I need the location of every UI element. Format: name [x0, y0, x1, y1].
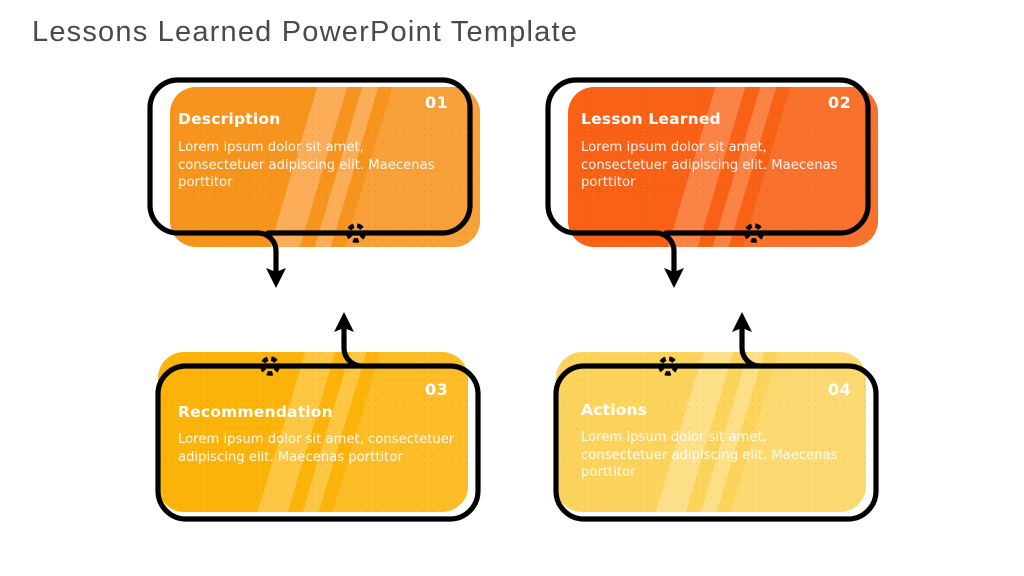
dotted-circle-icon: [346, 223, 366, 243]
card-02[interactable]: Lesson Learned Lorem ipsum dolor sit ame…: [545, 77, 888, 293]
card-03-heading: Recommendation: [178, 403, 333, 421]
dotted-circle-icon: [744, 223, 764, 243]
card-03-body: Lorem ipsum dolor sit amet, consectetuer…: [178, 432, 455, 465]
card-02-body: Lorem ipsum dolor sit amet, consectetuer…: [581, 140, 838, 190]
card-02-number: 02: [828, 93, 852, 112]
card-01[interactable]: Description Lorem ipsum dolor sit amet, …: [147, 77, 490, 293]
page-title: Lessons Learned PowerPoint Template: [32, 16, 579, 48]
card-01-arrow-head: [266, 268, 286, 288]
card-02-arrow-head: [664, 268, 684, 288]
card-01-outline: [147, 77, 473, 277]
card-02-graphic: [545, 77, 878, 288]
dotted-circle-icon: [658, 356, 678, 376]
dotted-circle-icon: [260, 356, 280, 376]
card-04-heading: Actions: [581, 401, 648, 419]
card-03-outline: [155, 323, 481, 522]
card-02-outline: [545, 77, 871, 277]
card-03-graphic: [155, 312, 481, 522]
card-04-number: 04: [828, 380, 852, 399]
card-04[interactable]: Actions Lorem ipsum dolor sit amet, cons…: [548, 312, 888, 537]
card-04-graphic: [553, 312, 879, 522]
card-03-arrow-head: [334, 312, 354, 332]
card-01-heading: Description: [178, 110, 281, 128]
card-03[interactable]: Recommendation Lorem ipsum dolor sit ame…: [150, 312, 490, 537]
card-01-number: 01: [425, 93, 449, 112]
card-01-body: Lorem ipsum dolor sit amet, consectetuer…: [178, 140, 435, 190]
card-04-outline: [553, 323, 879, 522]
card-04-body: Lorem ipsum dolor sit amet, consectetuer…: [581, 430, 838, 480]
card-04-arrow-head: [732, 312, 752, 332]
card-02-heading: Lesson Learned: [581, 110, 721, 128]
card-03-number: 03: [425, 380, 449, 399]
card-01-graphic: [147, 77, 480, 288]
